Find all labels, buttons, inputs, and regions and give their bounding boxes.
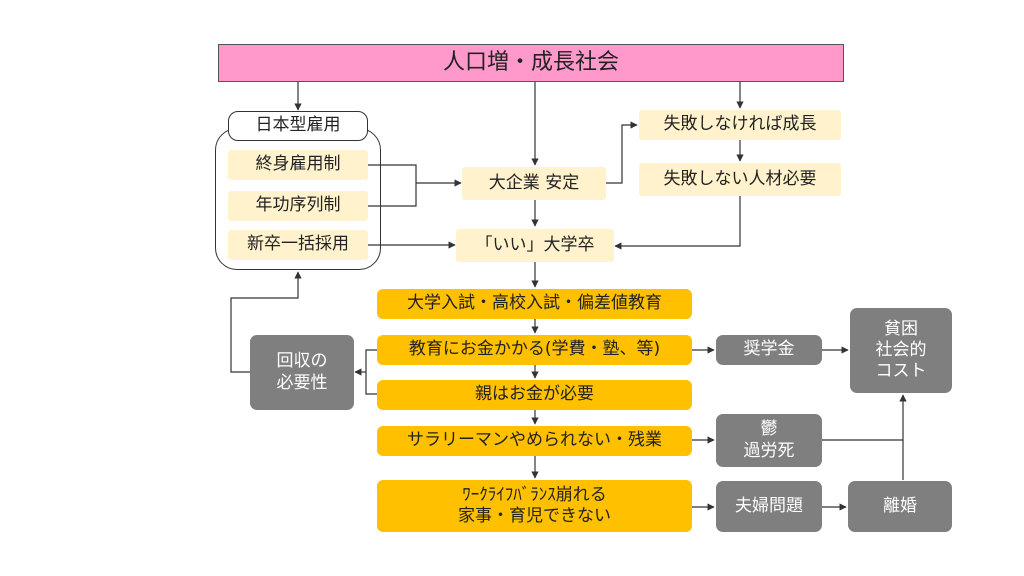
- poverty-social-cost: 貧困 社会的 コスト: [850, 308, 952, 393]
- failure-free-talent: 失敗しない人材必要: [639, 163, 841, 196]
- growth-without-failure: 失敗しなければ成長: [639, 110, 841, 140]
- depression-karoshi: 鬱 過労死: [716, 414, 822, 467]
- good-university-graduate: 「いい」大学卒: [456, 229, 614, 262]
- need-for-recovery: 回収の 必要性: [250, 335, 354, 410]
- new-graduate-hiring: 新卒一括採用: [228, 230, 368, 260]
- salaryman-overtime: サラリーマンやめられない・残業: [377, 426, 692, 456]
- entrance-exams: 大学入試・高校入試・偏差値教育: [377, 289, 692, 319]
- seniority-system: 年功序列制: [228, 191, 368, 221]
- marital-problems: 夫婦問題: [716, 481, 822, 532]
- lifetime-employment: 終身雇用制: [228, 150, 368, 180]
- top-growth-society: 人口増・成長社会: [218, 44, 844, 82]
- education-costs: 教育にお金かかる(学費・塾、等): [377, 335, 692, 365]
- large-company-stable: 大企業 安定: [462, 167, 606, 200]
- scholarship: 奨学金: [716, 335, 822, 365]
- work-life-balance-broken: ﾜｰｸﾗｲﾌﾊﾞﾗﾝｽ崩れる 家事・育児できない: [377, 480, 692, 532]
- parents-need-money: 親はお金が必要: [377, 380, 692, 410]
- japanese-employment-label: 日本型雇用: [228, 111, 368, 141]
- divorce: 離婚: [848, 481, 952, 532]
